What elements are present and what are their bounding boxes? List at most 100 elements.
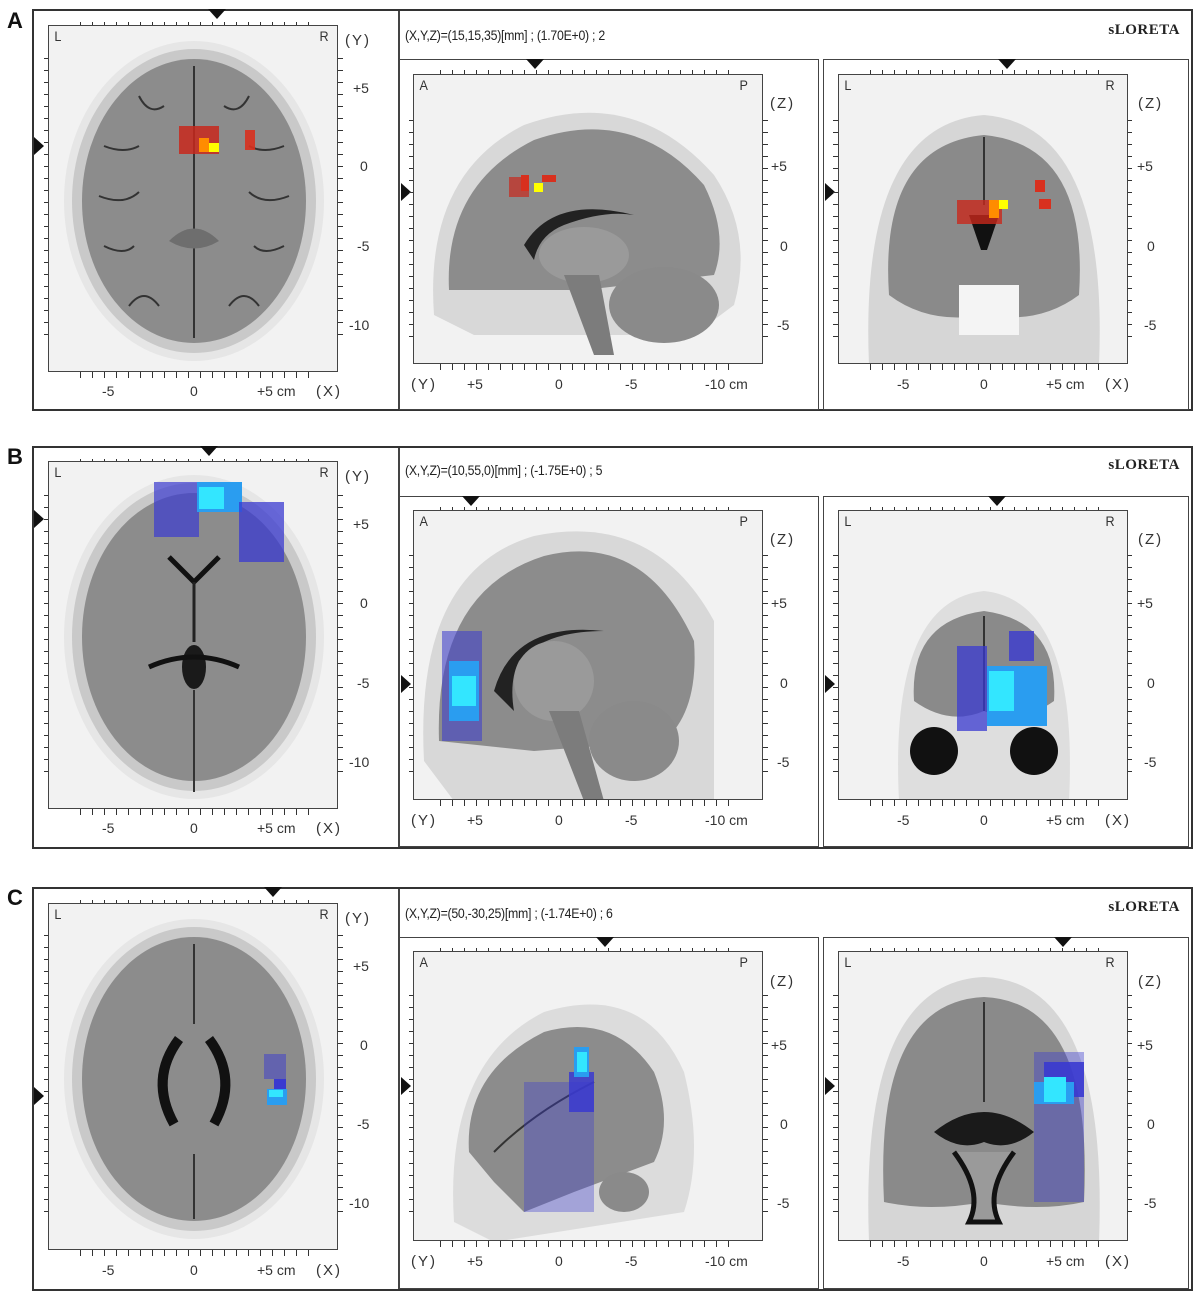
activation-cluster (1009, 631, 1034, 661)
orientation-right-label: R (1105, 513, 1115, 529)
coronal-view[interactable]: L R (838, 510, 1128, 800)
axis-label-y: (Y) (411, 1253, 437, 1270)
slice-marker-top-icon[interactable] (200, 446, 218, 456)
orientation-right-label: R (319, 906, 329, 922)
axial-view[interactable]: L R (48, 25, 338, 372)
activation-peak (269, 1090, 283, 1097)
axis-label-x: (X) (1105, 812, 1131, 829)
ruler-left (409, 995, 415, 1215)
slice-marker-left-icon[interactable] (34, 510, 44, 528)
activation-cluster (989, 200, 999, 218)
slice-marker-top-icon[interactable] (462, 496, 480, 506)
tick-label: +5 cm (257, 1262, 296, 1278)
tick-label: -5 (777, 317, 790, 333)
tick-label: -5 (1144, 317, 1157, 333)
orientation-left-label: L (54, 464, 62, 480)
ruler-right (762, 995, 768, 1215)
axial-view[interactable]: L R (48, 903, 338, 1250)
orientation-right-label: R (319, 28, 329, 44)
tick-label: -5 (625, 1253, 638, 1269)
slice-marker-left-icon[interactable] (825, 675, 835, 693)
axis-label-y: (Y) (345, 32, 371, 49)
slice-marker-left-icon[interactable] (34, 1087, 44, 1105)
activation-cluster (957, 646, 987, 731)
slice-marker-top-icon[interactable] (208, 9, 226, 19)
activation-peak (999, 200, 1008, 209)
activation-peak (534, 183, 543, 192)
slice-marker-left-icon[interactable] (825, 1077, 835, 1095)
activation-cluster (154, 482, 199, 537)
tick-label: -10 (349, 317, 370, 333)
tick-label: -5 (357, 675, 370, 691)
slice-marker-top-icon[interactable] (526, 59, 544, 69)
axis-label-y: (Y) (411, 812, 437, 829)
tick-label: +5 cm (1046, 812, 1085, 828)
axial-view[interactable]: L R (48, 461, 338, 809)
slice-marker-left-icon[interactable] (825, 183, 835, 201)
ruler-left (833, 995, 839, 1215)
axial-brain-image (64, 919, 324, 1239)
coronal-brain-image (868, 977, 1100, 1240)
coronal-brain-image (868, 115, 1100, 363)
tick-label: +5 cm (257, 820, 296, 836)
ruler-right (337, 935, 343, 1215)
axial-brain-image (64, 41, 324, 361)
panel-letter: B (7, 444, 23, 469)
slice-marker-left-icon[interactable] (34, 137, 44, 155)
orientation-left-label: L (844, 954, 852, 970)
slice-marker-left-icon[interactable] (401, 183, 411, 201)
orientation-anterior-label: A (419, 77, 428, 93)
ruler-bottom (80, 372, 310, 378)
tick-label: -5 (897, 376, 910, 392)
orientation-right-label: R (1105, 77, 1115, 93)
tick-label: -5 (625, 812, 638, 828)
activation-peak (989, 671, 1014, 711)
slice-marker-top-icon[interactable] (264, 887, 282, 897)
axis-label-x: (X) (316, 1262, 342, 1279)
slice-marker-left-icon[interactable] (401, 675, 411, 693)
tick-label: 0 (360, 595, 368, 611)
slice-marker-top-icon[interactable] (596, 937, 614, 947)
tick-label: -5 (897, 1253, 910, 1269)
tick-label: 0 (1147, 1116, 1155, 1132)
coronal-view[interactable]: L R (838, 951, 1128, 1241)
tick-label: 0 (980, 1253, 988, 1269)
sagittal-view[interactable]: A P (413, 951, 763, 1241)
slice-marker-top-icon[interactable] (988, 496, 1006, 506)
tick-label: 0 (190, 383, 198, 399)
tick-label: +5 cm (1046, 1253, 1085, 1269)
tick-label: +5 (771, 595, 787, 611)
tick-label: +5 (1137, 595, 1153, 611)
sagittal-view[interactable]: A P (413, 74, 763, 364)
sagittal-view[interactable]: A P (413, 510, 763, 800)
ruler-right (762, 555, 768, 775)
tick-label: -5 (1144, 1195, 1157, 1211)
slice-marker-top-icon[interactable] (998, 59, 1016, 69)
sloreta-label: sLORETA (1108, 457, 1180, 473)
axis-label-y: (Y) (411, 376, 437, 393)
orientation-posterior-label: P (739, 513, 748, 529)
axis-label-z: (Z) (770, 531, 796, 548)
tick-label: -5 (1144, 754, 1157, 770)
sloreta-label: sLORETA (1108, 22, 1180, 38)
ruler-left (833, 120, 839, 340)
slice-marker-top-icon[interactable] (1054, 937, 1072, 947)
activation-cluster (1039, 199, 1051, 209)
activation-cluster (521, 175, 529, 191)
orientation-left-label: L (54, 28, 62, 44)
tick-label: -10 (349, 1195, 370, 1211)
orientation-left-label: L (844, 513, 852, 529)
axis-label-z: (Z) (1138, 531, 1164, 548)
tick-label: 0 (555, 1253, 563, 1269)
tick-label: +5 (1137, 158, 1153, 174)
coronal-view[interactable]: L R (838, 74, 1128, 364)
tick-label: 0 (360, 158, 368, 174)
tick-label: +5 (1137, 1037, 1153, 1053)
tick-label: 0 (980, 812, 988, 828)
ruler-right (1126, 995, 1132, 1215)
activation-cluster (542, 175, 556, 182)
ruler-bottom (870, 1241, 1100, 1247)
sagittal-brain-image (433, 112, 741, 355)
slice-marker-left-icon[interactable] (401, 1077, 411, 1095)
axis-label-z: (Z) (1138, 973, 1164, 990)
